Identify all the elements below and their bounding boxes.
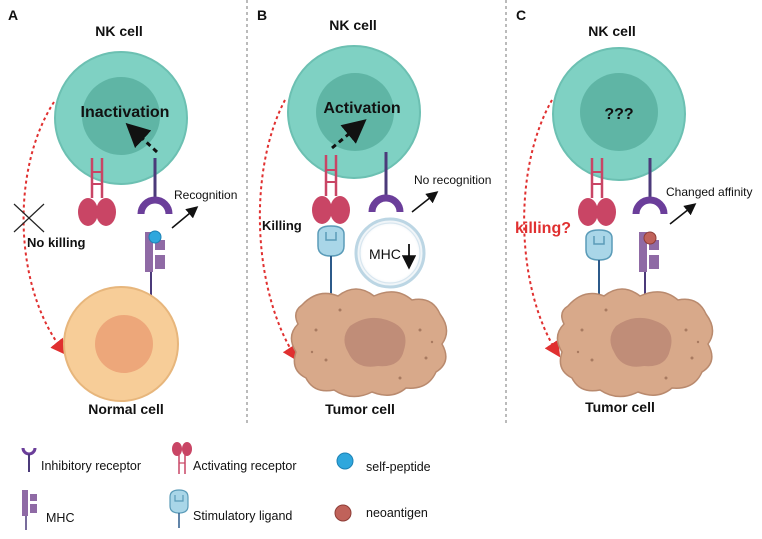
killing-arrow — [523, 99, 561, 358]
killing-label: killing? — [515, 220, 571, 237]
activating-receptor — [312, 155, 350, 224]
legend: Inhibitory receptor Activating receptor … — [21, 442, 431, 530]
panel-letter: B — [257, 7, 267, 23]
panel-letter: A — [8, 7, 18, 23]
tumor-cell — [290, 288, 448, 398]
nk-cell — [287, 45, 421, 179]
activating-receptor — [578, 158, 616, 226]
legend-self-peptide-label: self-peptide — [366, 460, 431, 474]
nk-state-label: Activation — [323, 100, 400, 117]
recognition-label: Changed affinity — [666, 185, 753, 199]
nk-cell-label: NK cell — [95, 23, 142, 39]
tumor-cell-label: Tumor cell — [325, 401, 395, 417]
inhibitory-receptor — [632, 158, 668, 215]
signal-arrow — [125, 122, 159, 154]
stimulatory-ligand — [585, 229, 613, 300]
mhc-downregulated-ring — [354, 217, 426, 289]
legend-stimulatory-icon — [169, 489, 189, 528]
self-peptide — [148, 230, 162, 244]
panel-letter: C — [516, 7, 526, 23]
normal-cell-label: Normal cell — [88, 401, 163, 417]
nk-cell-label: NK cell — [329, 17, 376, 33]
nk-cell-label: NK cell — [588, 23, 635, 39]
signal-arrow — [331, 119, 367, 150]
panel-b: B NK cell Activation No recognition — [257, 7, 491, 417]
legend-mhc-label: MHC — [46, 511, 74, 525]
normal-cell — [63, 286, 179, 402]
legend-activating-label: Activating receptor — [193, 459, 297, 473]
killing-label: No killing — [27, 235, 86, 250]
legend-inhibitory-icon — [21, 447, 37, 472]
recognition-arrow — [171, 206, 199, 229]
inhibitory-receptor — [368, 152, 404, 213]
inhibitory-receptor — [137, 158, 173, 215]
killing-arrow — [22, 101, 67, 356]
recognition-arrow — [411, 191, 439, 213]
legend-neoantigen-label: neoantigen — [366, 506, 428, 520]
panel-c: C NK cell ??? — [515, 7, 753, 415]
tumor-cell — [556, 288, 714, 398]
tumor-cell-label: Tumor cell — [585, 399, 655, 415]
nk-state-label: Inactivation — [81, 104, 170, 121]
mhc-label: MHC — [369, 246, 401, 262]
nk-cell — [552, 47, 686, 181]
recognition-label: Recognition — [174, 188, 237, 202]
legend-self-peptide-icon — [336, 452, 354, 470]
killing-arrow — [258, 99, 299, 362]
nk-state-label: ??? — [604, 106, 633, 123]
legend-inhibitory-label: Inhibitory receptor — [41, 459, 141, 473]
stimulatory-ligand — [317, 225, 345, 298]
legend-stimulatory-label: Stimulatory ligand — [193, 509, 292, 523]
no-killing-cross — [13, 203, 45, 233]
activating-receptor — [78, 158, 116, 226]
legend-activating-icon — [172, 442, 192, 474]
recognition-label: No recognition — [414, 173, 491, 187]
killing-label: Killing — [262, 218, 302, 233]
legend-mhc-icon — [22, 490, 37, 530]
panel-a: A NK cell Inactivation — [8, 7, 237, 417]
recognition-arrow — [669, 203, 697, 225]
legend-neoantigen-icon — [334, 504, 352, 522]
neoantigen — [643, 231, 657, 245]
